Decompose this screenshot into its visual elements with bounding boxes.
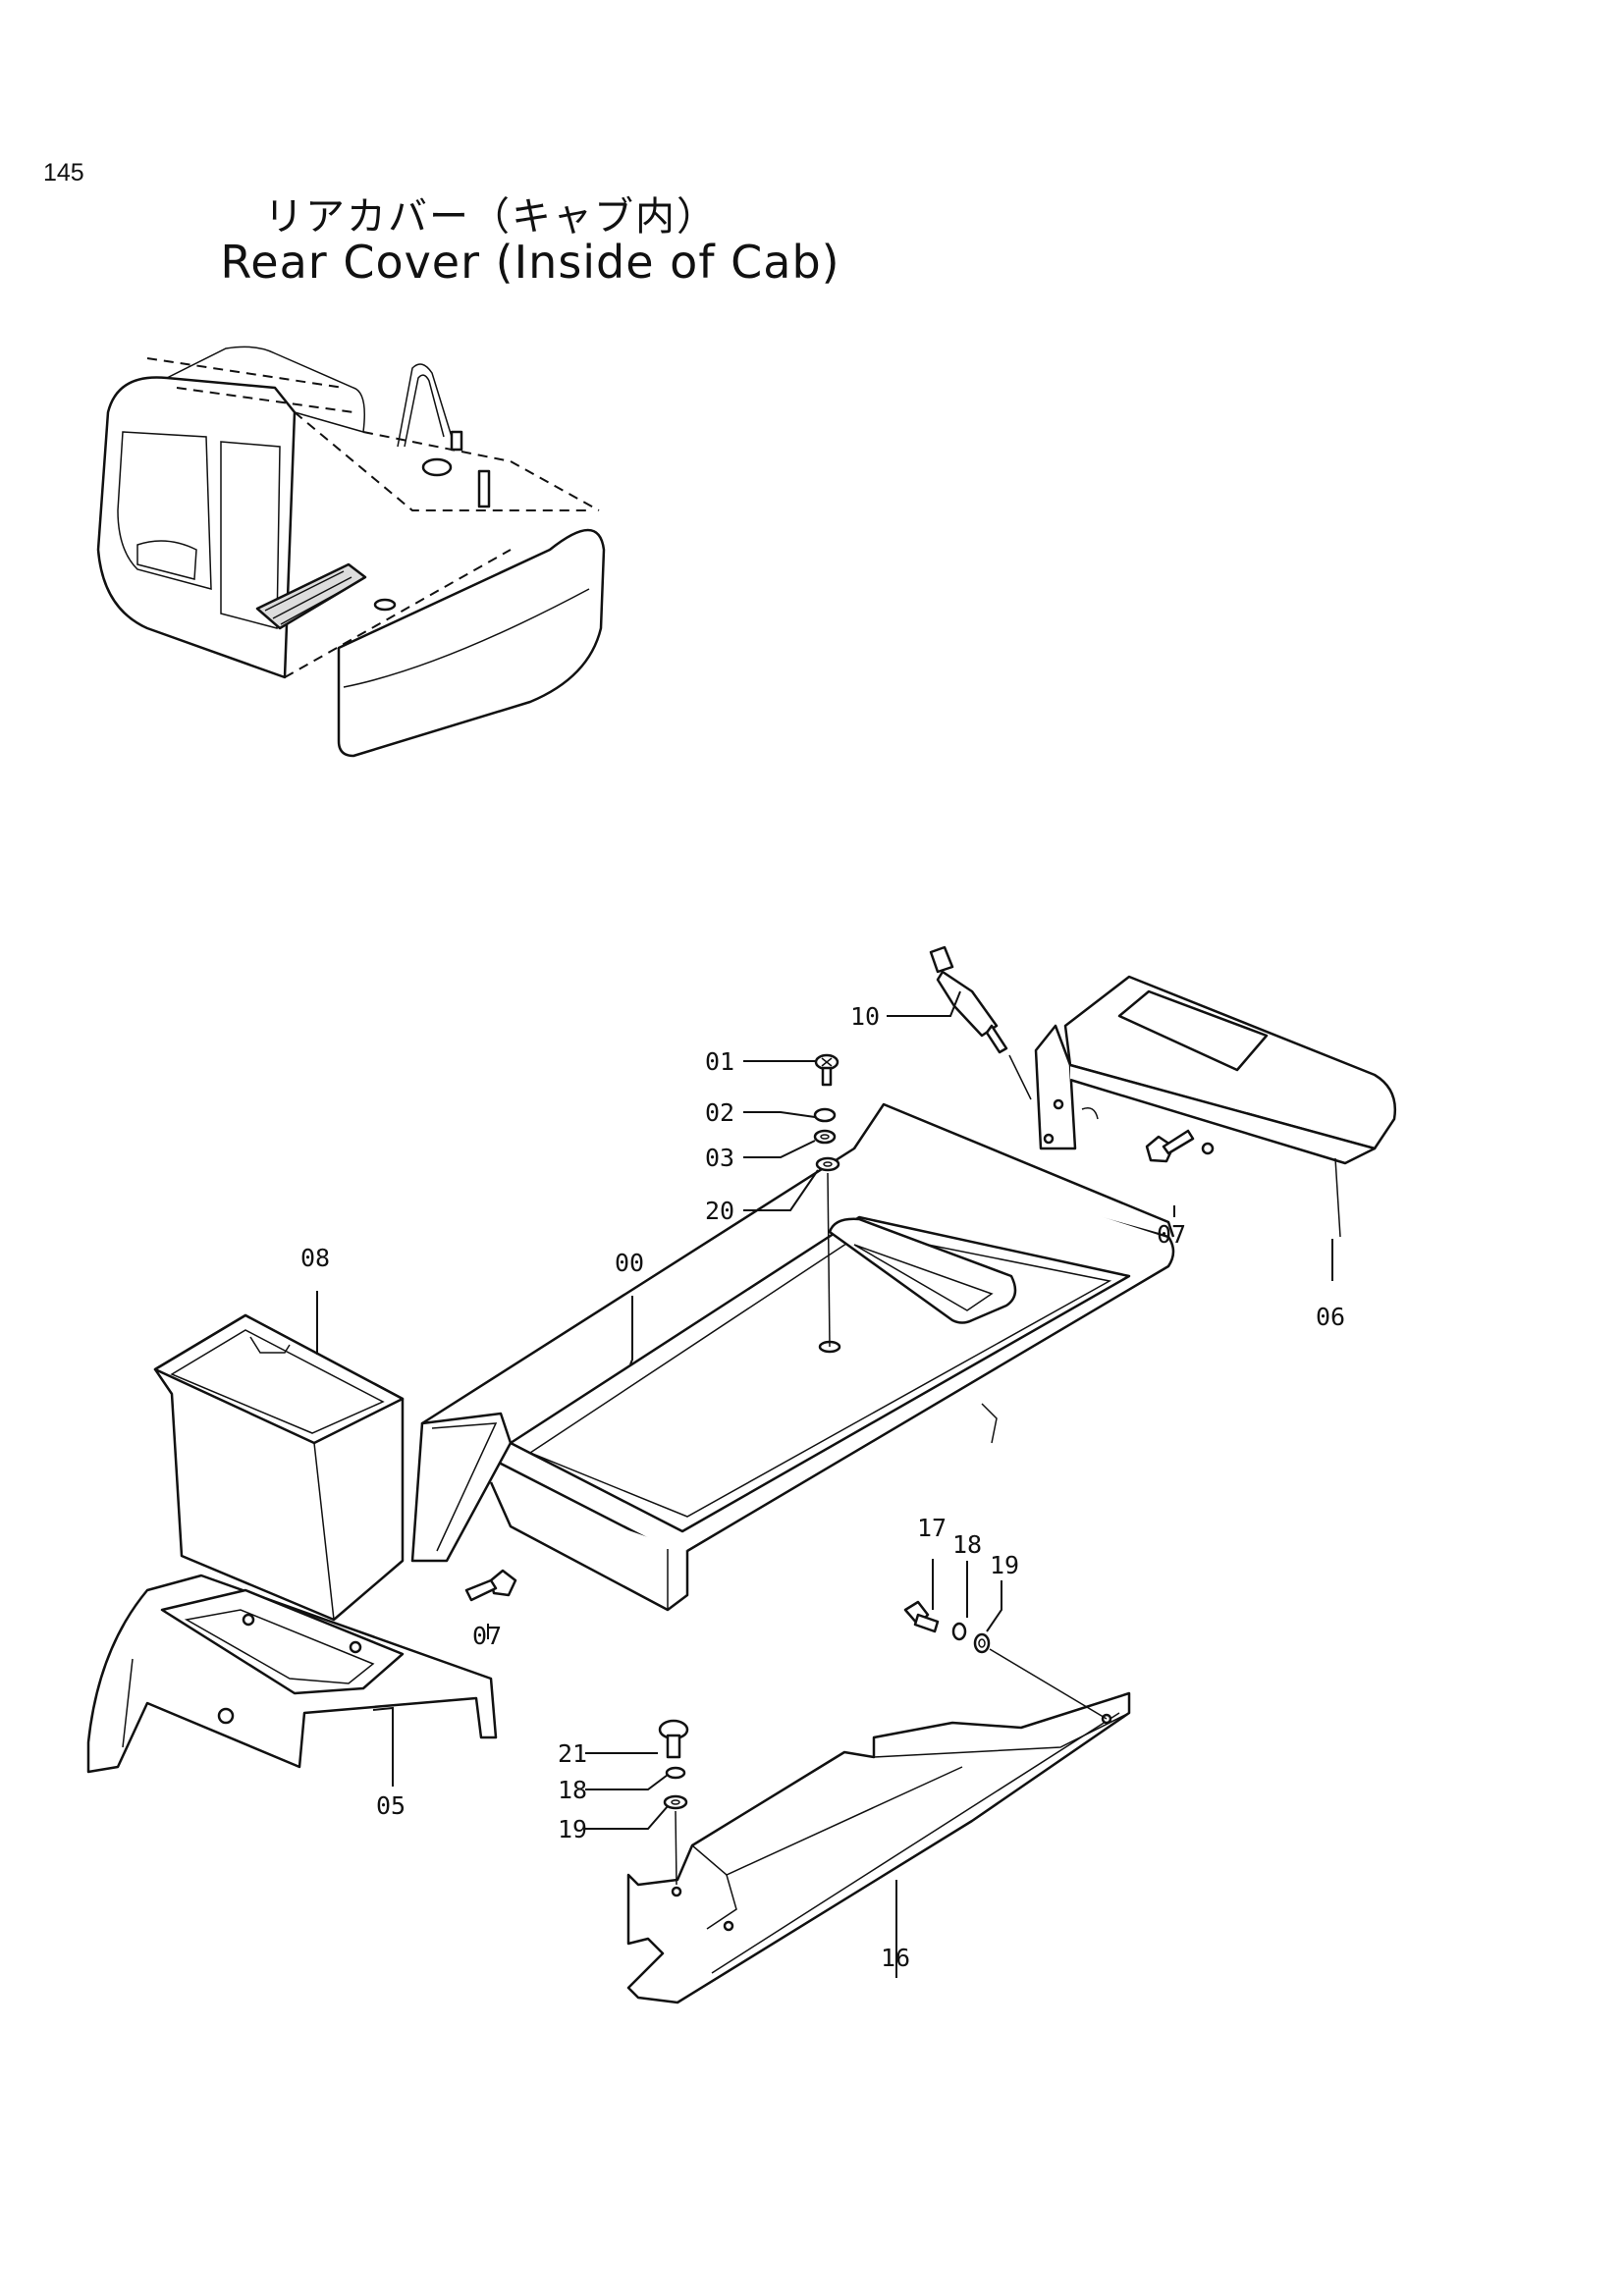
excavator-inset-illustration: [96, 346, 606, 758]
leader-lines: [316, 990, 1333, 1978]
callout-16: 16: [881, 1944, 910, 1972]
callout-03: 03: [705, 1144, 734, 1172]
part-00-rear-cover-tray: [410, 1102, 1175, 1612]
part-10-latch-pin: [929, 945, 1032, 1100]
title-japanese: リアカバー（キャブ内）: [264, 194, 718, 240]
callout-07-right: 07: [1157, 1220, 1186, 1249]
callout-05: 05: [376, 1791, 406, 1820]
fasteners-07-bolts: [464, 1129, 1195, 1602]
part-06-side-cover-right: [1034, 975, 1397, 1238]
fasteners-17-18-19: [903, 1600, 1108, 1720]
callout-20-upper: 20: [705, 1197, 734, 1225]
callout-10: 10: [850, 1002, 880, 1031]
callout-18-upper: 18: [952, 1530, 982, 1559]
callout-17: 17: [917, 1514, 947, 1542]
callout-06: 06: [1316, 1303, 1345, 1331]
title-english: Rear Cover (Inside of Cab): [220, 236, 840, 289]
callout-08: 08: [300, 1244, 330, 1272]
callout-19-upper: 19: [990, 1551, 1019, 1579]
callout-18-lower: 18: [558, 1776, 587, 1804]
fasteners-01-02-03-20: [813, 1053, 840, 1348]
part-16-bottom-plate: [626, 1691, 1131, 2004]
part-08-storage-box: [153, 1313, 405, 1622]
callout-02: 02: [705, 1098, 734, 1127]
callout-19-lower: 19: [558, 1815, 587, 1843]
callout-07-left: 07: [472, 1622, 502, 1650]
callout-00: 00: [615, 1249, 644, 1277]
fasteners-21-18-19: [658, 1719, 689, 1886]
callout-01: 01: [705, 1047, 734, 1076]
page-number: 145: [43, 159, 84, 187]
callout-21: 21: [558, 1739, 587, 1768]
part-05-side-cover-left: [86, 1574, 498, 1774]
